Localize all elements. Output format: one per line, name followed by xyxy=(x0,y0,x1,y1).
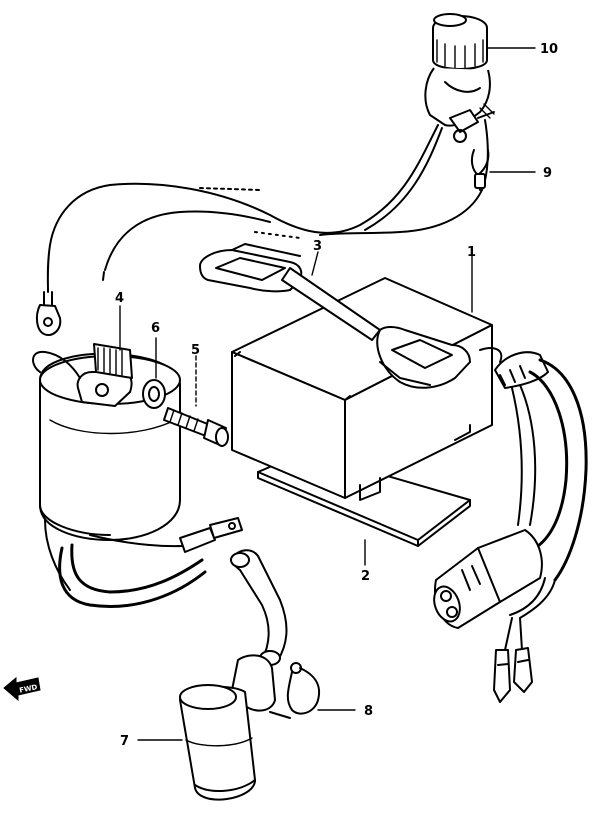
wire-clip xyxy=(269,662,320,719)
connector-housing xyxy=(433,529,543,629)
spark-plug-cap xyxy=(179,654,276,801)
forward-arrow-icon: FWD xyxy=(3,676,41,702)
forward-arrow-label: FWD xyxy=(19,683,39,695)
leader-lines xyxy=(119,47,536,741)
callout-5: 5 xyxy=(191,343,200,358)
callout-7: 7 xyxy=(120,734,129,749)
callout-labels: 10 9 1 2 3 4 5 6 7 8 xyxy=(115,42,558,749)
callout-9: 9 xyxy=(543,166,552,181)
callout-2: 2 xyxy=(361,569,370,584)
ring-terminal-left xyxy=(35,291,62,336)
spade-terminals xyxy=(493,617,533,703)
fork-terminal xyxy=(470,149,490,191)
callout-4: 4 xyxy=(115,291,124,306)
callout-1: 1 xyxy=(467,245,476,260)
handlebar-switch xyxy=(424,13,495,143)
coil-lead xyxy=(58,517,243,608)
strap-band xyxy=(199,243,471,389)
plug-lead xyxy=(230,549,288,666)
wire-harness-right xyxy=(494,351,588,619)
ignition-coil xyxy=(32,343,196,591)
callout-6: 6 xyxy=(151,321,160,336)
bolt xyxy=(163,407,229,447)
washer xyxy=(142,379,166,409)
control-box xyxy=(231,277,503,501)
callout-8: 8 xyxy=(364,704,373,719)
callout-3: 3 xyxy=(313,239,322,254)
callout-10: 10 xyxy=(540,42,558,57)
